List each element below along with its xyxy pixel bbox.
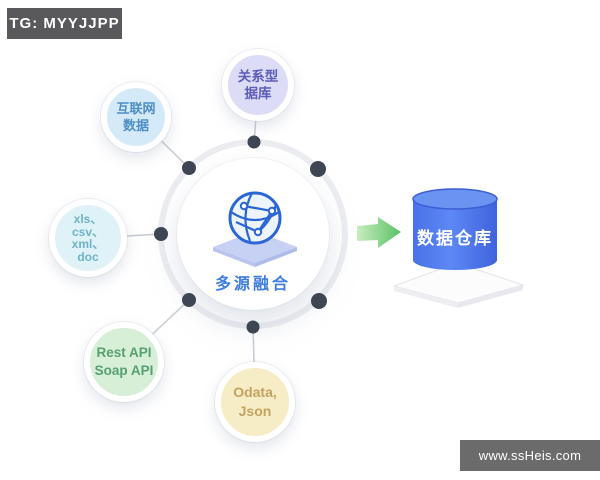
bubble-apis-label: Rest API Soap API (94, 345, 154, 378)
ring-dot (310, 161, 326, 177)
bubble-file-formats: xls、 csv、 xml、 doc (49, 199, 127, 277)
database-body (413, 199, 497, 270)
hub-label: 多源融合 (214, 276, 291, 293)
bubble-file-formats-label: xls、 csv、 xml、 doc (71, 212, 105, 264)
bubble-relational-db: 关系型 据库 (222, 49, 294, 121)
bubble-odata-json-label: Odata, Json (233, 384, 277, 419)
bubble-apis: Rest API Soap API (84, 322, 164, 402)
database-label: 数据仓库 (417, 229, 493, 248)
ring-dot (154, 227, 168, 241)
bubble-internet-data: 互联网 数据 (101, 82, 171, 152)
ring-dot (311, 293, 327, 309)
badge: TG: MYYJJPP (7, 8, 122, 39)
watermark: www.ssHeis.com (460, 440, 600, 471)
bubble-relational-db-label: 关系型 据库 (237, 69, 279, 101)
ring-dots (154, 135, 327, 334)
arrow-right-icon (357, 217, 401, 248)
ring-dot (182, 293, 196, 307)
ring-dot (247, 135, 261, 149)
ring-dot (246, 320, 260, 334)
database-top (412, 188, 498, 210)
database-icon (392, 188, 525, 308)
network-globe-icon (213, 191, 297, 267)
bubble-odata-json: Odata, Json (215, 362, 295, 442)
ring-dot (182, 161, 196, 175)
bubble-internet-data-label: 互联网 数据 (116, 101, 156, 133)
